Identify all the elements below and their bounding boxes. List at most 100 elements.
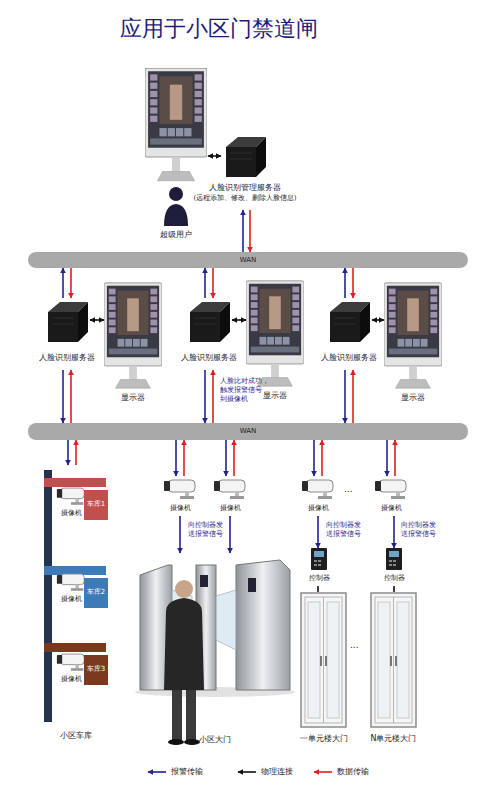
node-label: 人脸识别服务器 xyxy=(321,353,377,362)
door-icon xyxy=(371,593,416,727)
node-label: 显示器 xyxy=(263,391,287,400)
connector-arrow xyxy=(394,440,396,476)
server-icon xyxy=(330,302,370,342)
connector-arrow xyxy=(232,319,246,321)
camera-icon xyxy=(214,480,245,499)
node-label: N单元楼大门 xyxy=(371,734,417,743)
connector-arrow xyxy=(229,516,231,553)
legend-sample xyxy=(236,767,258,777)
connector-arrow xyxy=(393,586,395,592)
node-label: 车库2 xyxy=(87,588,105,596)
connector-arrow xyxy=(225,440,227,476)
gate: 小区大门 xyxy=(140,553,290,730)
controller: 控制器 xyxy=(385,548,403,586)
face-server: 人脸识别服务器 xyxy=(186,298,232,370)
node-label: 显示器 xyxy=(121,393,145,402)
garage-area: 小区车库车库1摄像机车库2摄像机车库3摄像机 xyxy=(40,465,112,723)
wan-band: WAN xyxy=(28,252,468,268)
connector-arrow xyxy=(90,319,104,321)
node-label: 显示器 xyxy=(401,393,425,402)
display-monitor: 显示器 xyxy=(246,280,304,404)
connector-arrow xyxy=(393,516,395,548)
edge-label: 向控制器发 送报警信号 xyxy=(326,521,366,539)
controller-icon xyxy=(311,548,327,570)
node-label: 小区大门 xyxy=(199,735,231,744)
building-door: 一单元楼大门 xyxy=(300,592,347,728)
legend-sample xyxy=(312,767,334,777)
garage-bay: 车库2 xyxy=(84,578,108,608)
node-label: 人脸识别服务器 xyxy=(181,353,237,362)
connector-arrow xyxy=(317,516,319,548)
node-label: 车库1 xyxy=(87,500,105,508)
connector-arrow xyxy=(179,516,181,553)
camera-icon xyxy=(302,480,333,499)
camera: 摄像机 xyxy=(213,476,247,516)
camera-icon xyxy=(164,480,195,499)
garage-bay: 车库3 xyxy=(84,655,108,685)
diagram-title: 应用于小区门禁道闸 xyxy=(120,14,318,44)
legend-line xyxy=(148,771,166,773)
camera-icon xyxy=(375,480,406,499)
camera: 摄像机 xyxy=(56,486,86,520)
super-user: 超级用户 xyxy=(160,183,192,239)
node-label: 摄像机 xyxy=(61,675,82,683)
controller-icon xyxy=(386,548,402,570)
garage-bay: 车库1 xyxy=(84,490,108,520)
node-label: 超级用户 xyxy=(160,230,192,239)
node-label: 摄像机 xyxy=(61,509,82,517)
monitor-icon xyxy=(246,281,304,386)
legend-line xyxy=(314,771,332,773)
connector-arrow xyxy=(175,440,177,476)
connector-arrow xyxy=(204,370,206,423)
connector-arrow xyxy=(352,268,354,298)
node-label: 人脸识别管理服务器 xyxy=(209,183,281,192)
node-label: (远程添加、修改、删除人脸信息) xyxy=(193,195,296,202)
node-label: 摄像机 xyxy=(381,504,402,512)
face-server: 人脸识别服务器 xyxy=(44,298,90,370)
legend-line xyxy=(238,771,256,773)
user-icon xyxy=(164,187,188,226)
connector-arrow xyxy=(204,268,206,298)
node-label: 一单元楼大门 xyxy=(300,734,348,743)
legend-item: 报警传输 xyxy=(146,766,203,777)
server-icon xyxy=(190,302,230,342)
person-figure xyxy=(164,580,204,745)
connector-arrow xyxy=(344,370,346,423)
node-label: 车库3 xyxy=(87,665,105,673)
connector-arrow xyxy=(344,268,346,298)
connector-arrow xyxy=(70,268,72,298)
camera: 摄像机 xyxy=(301,476,335,516)
wan-band: WAN xyxy=(28,423,468,440)
building-door: N单元楼大门 xyxy=(370,592,417,728)
edge-label: 人脸比对成功， 触发报警信号 到摄像机 xyxy=(220,377,276,404)
ellipsis-label: ... xyxy=(344,484,353,494)
node-label: 摄像机 xyxy=(61,595,82,603)
connector-arrow xyxy=(62,370,64,423)
connector-arrow xyxy=(249,210,251,252)
edge-label: 向控制器发 送报警信号 xyxy=(188,521,228,539)
node-label: WAN xyxy=(240,427,257,435)
server-icon xyxy=(226,137,266,177)
connector-arrow xyxy=(183,440,185,476)
camera-icon xyxy=(57,488,84,505)
connector-arrow xyxy=(233,440,235,476)
node-label: 控制器 xyxy=(309,574,330,582)
connector-arrow xyxy=(212,268,214,298)
physical-link xyxy=(208,155,221,157)
monitor-icon xyxy=(384,283,442,388)
monitor-icon xyxy=(104,283,162,388)
node-label: 摄像机 xyxy=(170,504,191,512)
node-label: 控制器 xyxy=(384,574,405,582)
connector-arrow xyxy=(242,210,244,252)
camera-icon xyxy=(57,654,84,671)
connector-arrow xyxy=(313,440,315,476)
display-monitor: 显示器 xyxy=(384,282,442,406)
legend-item: 物理连接 xyxy=(236,766,293,777)
connector-arrow xyxy=(321,440,323,476)
node-label: 小区车库 xyxy=(60,731,92,740)
edge-label: 向控制器发 送报警信号 xyxy=(401,521,441,539)
connector-arrow xyxy=(212,370,214,423)
connector-arrow xyxy=(386,440,388,476)
